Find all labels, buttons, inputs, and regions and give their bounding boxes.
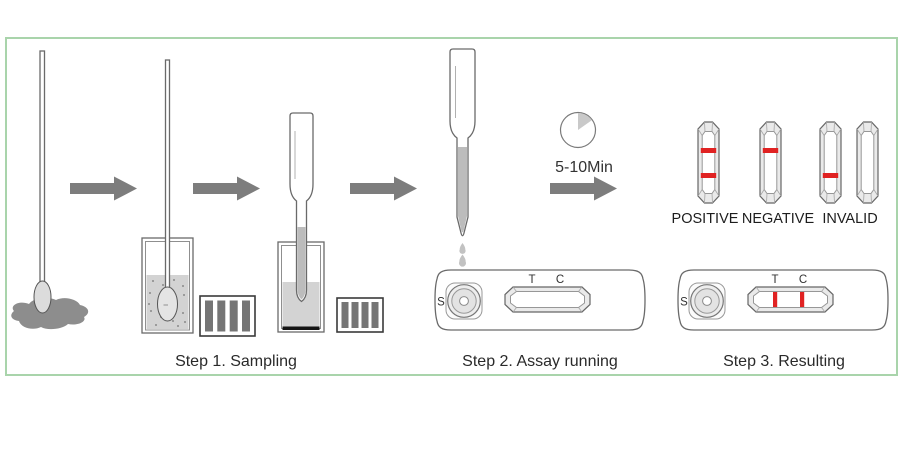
arrow-icon [70,176,137,201]
test-cassette: S T C [434,269,646,331]
sample-well-label: S [680,297,688,309]
result-label-invalid: INVALID [822,211,877,227]
result-window [504,286,591,313]
result-label-negative: NEGATIVE [742,211,815,227]
control-line-label: C [799,274,807,286]
control-line [762,148,779,153]
control-line [800,292,805,307]
result-window [747,286,834,313]
swab-tip [157,286,178,322]
diagram-border [5,37,898,376]
sample-well-label: S [437,297,445,309]
step-caption: Step 3. Resulting [723,353,845,370]
test-line [822,173,839,178]
result-strip-invalid-1 [819,121,842,204]
tube-base [282,326,320,330]
test-line [700,173,717,178]
arrow-icon [350,176,417,201]
test-line [773,292,778,307]
swab-stick [39,50,46,283]
step-caption: Step 2. Assay running [462,353,618,370]
strip-pack-icon [336,297,384,333]
sample-well [447,284,481,318]
swab-stick [164,59,171,289]
timer-clock-icon [559,111,597,149]
arrow-icon [193,176,260,201]
strip-pack-icon [199,295,256,337]
step3-resulting-group: POSITIVE NEGATIVE INVALID S [672,121,889,370]
swab-tip [33,280,52,314]
dropper-icon [289,112,314,303]
result-strip-positive [697,121,720,204]
control-line [700,148,717,153]
test-cassette-result: S T C [677,269,889,331]
control-line-label: C [556,274,564,286]
test-line-label: T [528,274,535,286]
step1-sampling-group: Step 1. Sampling [11,50,417,370]
dropper-icon [449,48,476,267]
sample-stain [11,297,89,330]
result-strip-invalid-2 [856,121,879,204]
drops-icon [459,243,466,267]
step-caption: Step 1. Sampling [175,353,297,370]
result-strip-negative [759,121,782,204]
swab-icon [11,50,89,330]
extraction-tube-icon [277,112,325,333]
arrow-icon [550,176,617,201]
specimen-tube-icon [141,59,194,334]
step2-assay-group: 5-10Min S T C Step 2. Assay runn [434,48,646,370]
sample-well [690,284,724,318]
result-label-positive: POSITIVE [672,211,739,227]
timer-label: 5-10Min [555,159,613,176]
test-line-label: T [771,274,778,286]
